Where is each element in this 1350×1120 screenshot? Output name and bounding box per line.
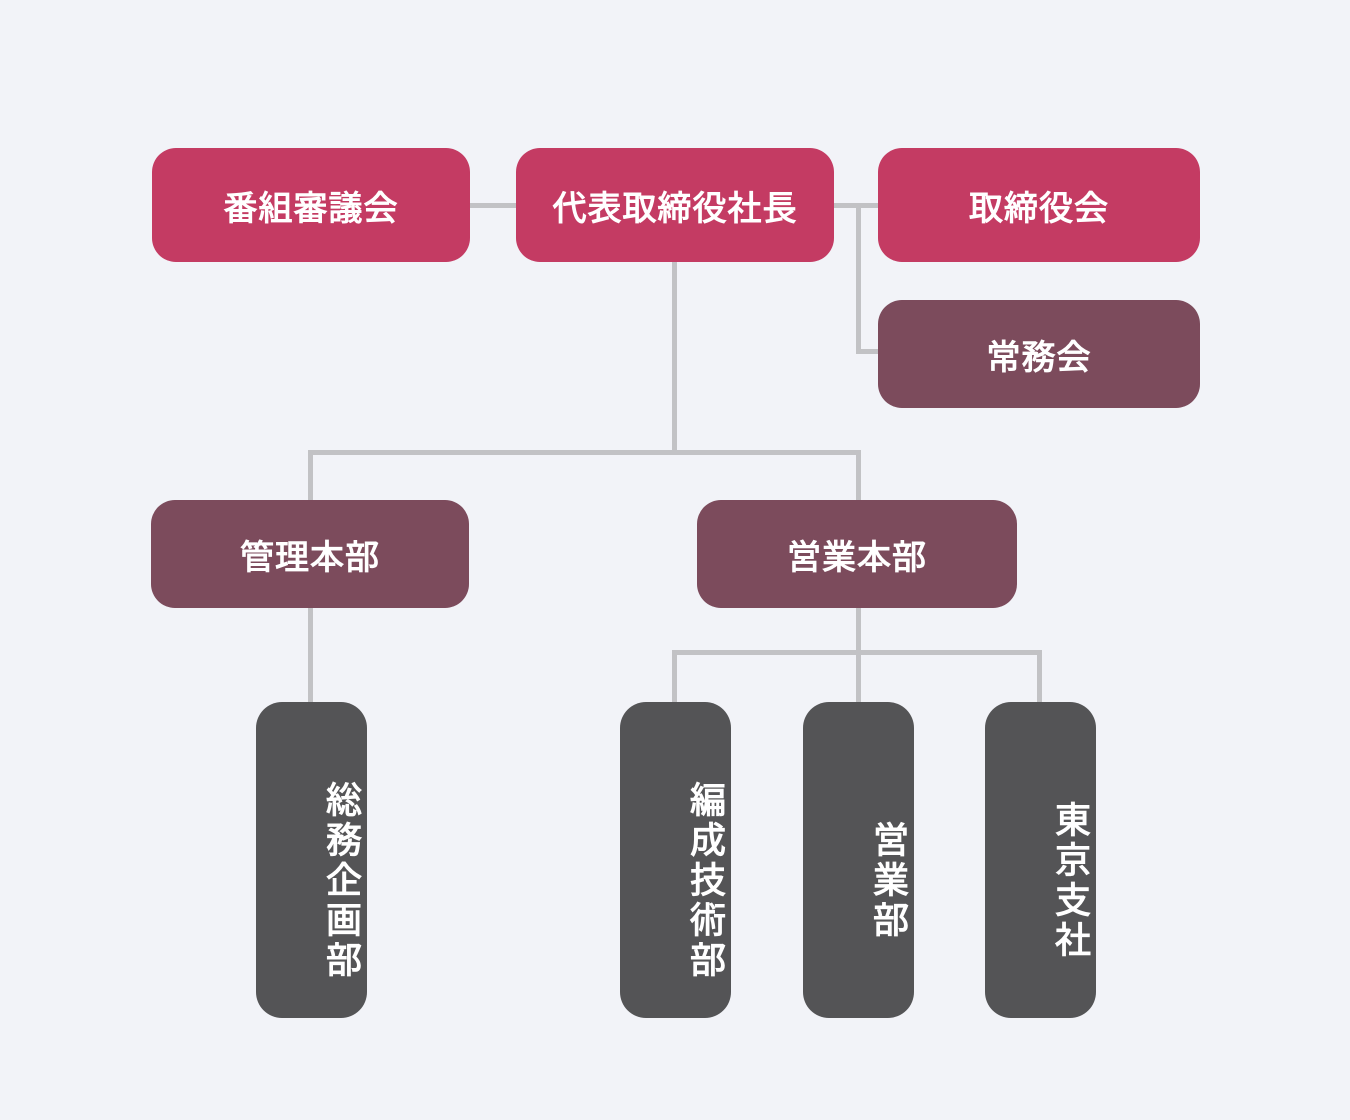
node-sales-division-label: 営業本部	[787, 538, 927, 577]
node-sales-dept-label: 営業部	[868, 821, 909, 941]
connector-admin-to-general-affairs	[308, 608, 313, 704]
connector-president-executive-vertical	[856, 203, 861, 354]
node-program-council: 番組審議会	[152, 148, 470, 262]
node-tokyo-branch-label: 東京支社	[1050, 801, 1091, 961]
node-board-of-directors: 取締役会	[878, 148, 1200, 262]
connector-president-down	[672, 262, 677, 453]
connector-president-executive-horizontal	[856, 349, 880, 354]
node-executive-committee-label: 常務会	[986, 338, 1092, 377]
node-admin-division-label: 管理本部	[240, 538, 380, 577]
node-executive-committee: 常務会	[878, 300, 1200, 408]
connector-tokyo-branch-drop	[1037, 650, 1042, 704]
connector-sales-dept-drop	[856, 650, 861, 704]
connector-council-president	[468, 203, 518, 208]
node-president: 代表取締役社長	[516, 148, 834, 262]
node-admin-division: 管理本部	[151, 500, 469, 608]
node-programming-tech-dept: 編成技術部	[620, 702, 731, 1018]
connector-admin-division-drop	[308, 450, 313, 502]
node-sales-division: 営業本部	[697, 500, 1017, 608]
connector-division-split-horizontal	[308, 450, 861, 455]
node-general-affairs-dept-label: 総務企画部	[321, 781, 362, 981]
node-general-affairs-dept: 総務企画部	[256, 702, 367, 1018]
node-program-council-label: 番組審議会	[223, 189, 399, 228]
node-tokyo-branch: 東京支社	[985, 702, 1096, 1018]
connector-programming-tech-drop	[672, 650, 677, 704]
connector-sales-division-down	[856, 608, 861, 653]
node-president-label: 代表取締役社長	[552, 189, 798, 228]
connector-sales-division-drop	[856, 450, 861, 502]
node-board-of-directors-label: 取締役会	[969, 189, 1109, 228]
node-sales-dept: 営業部	[803, 702, 914, 1018]
node-programming-tech-dept-label: 編成技術部	[685, 781, 726, 981]
